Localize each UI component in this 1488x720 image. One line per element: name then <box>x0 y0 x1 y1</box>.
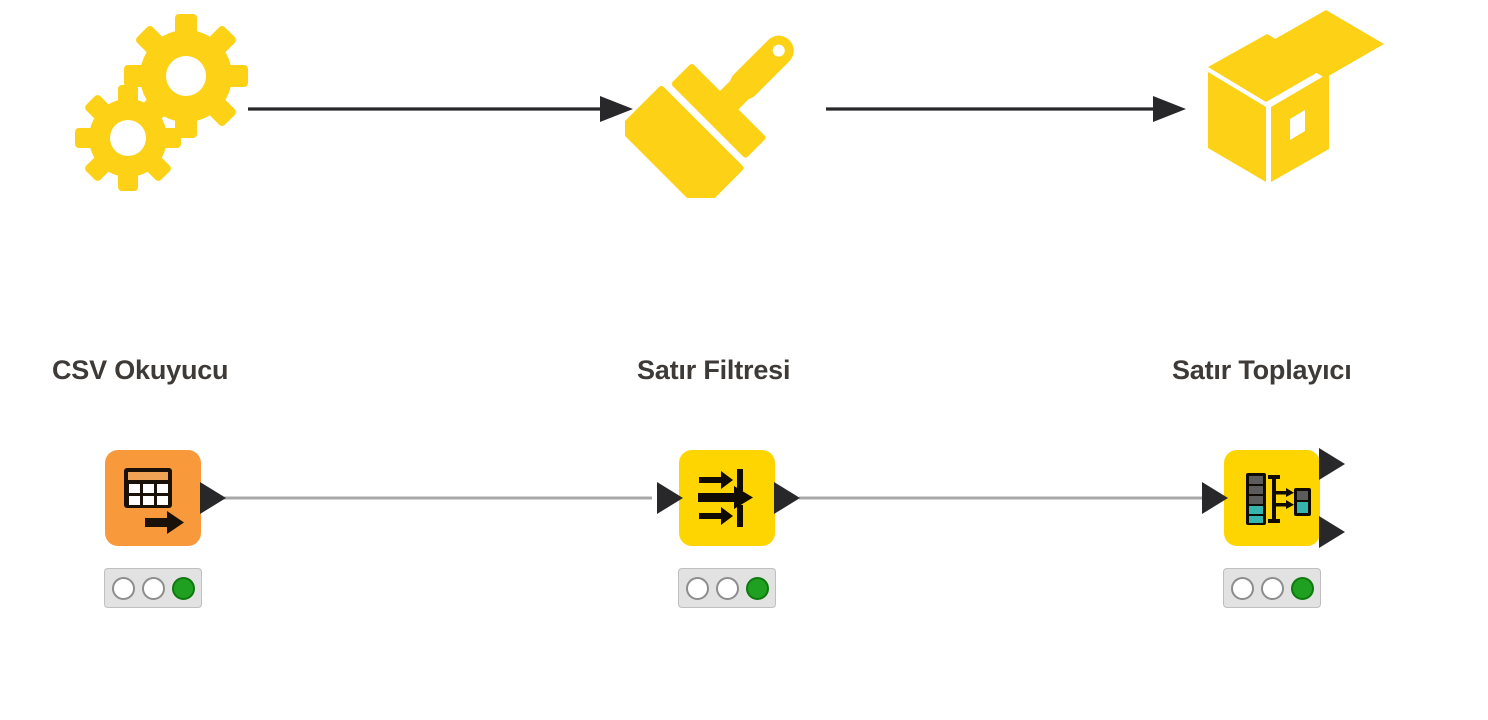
arrow-right-icon <box>826 92 1186 126</box>
status-light-idle <box>1230 576 1254 600</box>
status-light-idle <box>685 576 709 600</box>
node-status-lights <box>1223 568 1321 608</box>
gears-icon <box>70 8 260 198</box>
workflow-node-csv-reader[interactable]: CSV Okuyucu <box>52 355 312 615</box>
node-label: CSV Okuyucu <box>52 355 229 385</box>
status-light-executed <box>171 576 195 600</box>
node-output-port[interactable] <box>1319 516 1345 548</box>
node-label: Satır Filtresi <box>637 355 791 385</box>
node-body[interactable] <box>105 450 226 546</box>
workflow-node-row-filter[interactable]: Satır Filtresi <box>637 355 897 615</box>
connection-line[interactable] <box>200 480 675 516</box>
workflow-node-row-aggregator[interactable]: Satır Toplayıcı <box>1172 355 1452 615</box>
status-light-queued <box>1260 576 1284 600</box>
row-filter-arrows-icon <box>679 450 775 546</box>
node-status-lights <box>678 568 776 608</box>
status-light-executed <box>745 576 769 600</box>
package-box-icon <box>1205 10 1385 200</box>
concept-row <box>0 0 1488 230</box>
workflow-row: CSV Okuyucu <box>0 355 1488 635</box>
node-body[interactable] <box>1202 448 1345 548</box>
node-input-port[interactable] <box>1202 482 1228 514</box>
node-label: Satır Toplayıcı <box>1172 355 1352 385</box>
connection-line[interactable] <box>775 480 1225 516</box>
status-light-queued <box>715 576 739 600</box>
row-aggregator-icon <box>1224 450 1320 546</box>
node-output-port[interactable] <box>1319 448 1345 480</box>
status-light-executed <box>1290 576 1314 600</box>
csv-table-arrow-icon <box>105 450 201 546</box>
node-input-port[interactable] <box>657 482 683 514</box>
paintbrush-icon <box>618 8 830 211</box>
status-light-idle <box>111 576 135 600</box>
node-body[interactable] <box>657 450 800 546</box>
node-status-lights <box>104 568 202 608</box>
arrow-right-icon <box>248 92 633 126</box>
status-light-queued <box>141 576 165 600</box>
node-output-port[interactable] <box>774 482 800 514</box>
node-output-port[interactable] <box>200 482 226 514</box>
